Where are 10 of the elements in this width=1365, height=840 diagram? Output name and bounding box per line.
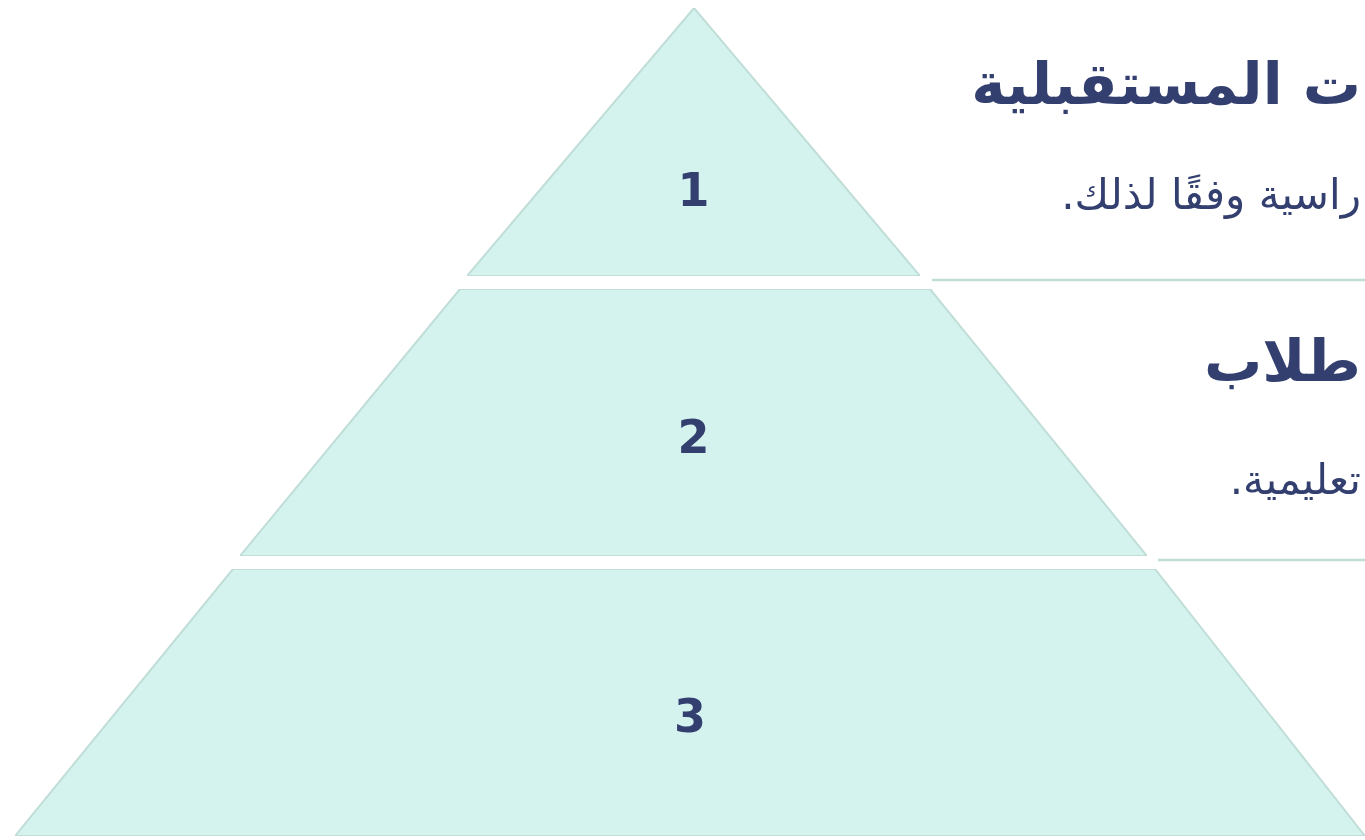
description: راسية وفقًا لذلك. [1061,170,1361,221]
level-number: 3 [674,693,706,739]
pyramid-level [15,569,1365,836]
heading: ت المستقبلية [971,50,1361,120]
level-number: 2 [677,414,710,460]
description: تعليمية. [1229,455,1361,506]
pyramid-level [240,289,1147,556]
level-number: 1 [677,167,710,213]
heading: طلاب [1204,327,1361,397]
pyramid-level [467,8,920,276]
